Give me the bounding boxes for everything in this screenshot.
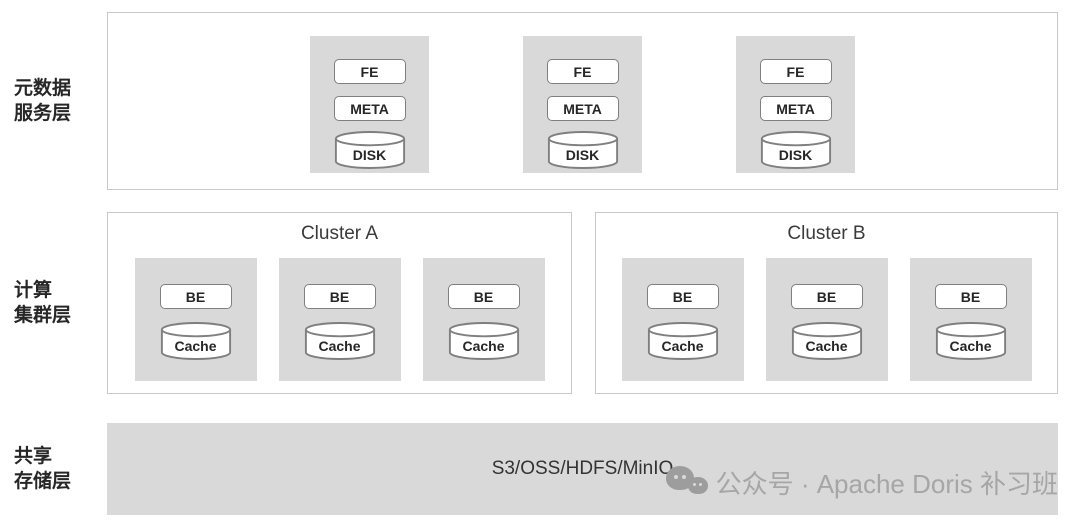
disk-label: DISK bbox=[565, 146, 600, 163]
cylinder-shape bbox=[935, 322, 1006, 360]
cluster-b-title: Cluster B bbox=[787, 223, 866, 244]
compute-node: BE Cache bbox=[422, 258, 545, 381]
disk-cylinder: DISK bbox=[760, 130, 832, 170]
watermark-text: 公众号 · Apache Doris 补习班 bbox=[715, 468, 1058, 499]
watermark: 公众号 · Apache Doris 补习班 bbox=[665, 463, 1058, 501]
cluster-b-nodes: BE Cache BE Cache bbox=[596, 258, 1057, 381]
be-box: BE bbox=[303, 284, 376, 309]
storage-text: S3/OSS/HDFS/MinIO bbox=[491, 458, 674, 479]
cylinder-shape bbox=[547, 131, 618, 169]
compute-layer-label: 计算 集群层 bbox=[14, 212, 102, 394]
storage-layer-label-line1: 共享 bbox=[14, 446, 53, 467]
cache-cylinder: Cache bbox=[304, 321, 376, 361]
compute-node: BE Cache bbox=[909, 258, 1032, 381]
wechat-bubble-small bbox=[687, 477, 708, 494]
cache-cylinder: Cache bbox=[160, 321, 232, 361]
metadata-layer-label: 元数据 服务层 bbox=[14, 12, 102, 190]
be-box: BE bbox=[646, 284, 719, 309]
metadata-layer-label-line1: 元数据 bbox=[14, 78, 72, 99]
compute-node: BE Cache bbox=[765, 258, 888, 381]
cache-cylinder: Cache bbox=[791, 321, 863, 361]
storage-layer-label-line2: 存储层 bbox=[14, 471, 72, 492]
compute-node: BE Cache bbox=[621, 258, 744, 381]
cache-label: Cache bbox=[949, 337, 992, 354]
cache-label: Cache bbox=[462, 337, 505, 354]
compute-node: BE Cache bbox=[134, 258, 257, 381]
cylinder-shape bbox=[160, 322, 231, 360]
cylinder-shape bbox=[334, 131, 405, 169]
metadata-layer-box: FE META DISK FE META DISK FE bbox=[107, 12, 1058, 190]
cluster-b-box: Cluster B BE Cache BE bbox=[595, 212, 1058, 394]
be-box: BE bbox=[934, 284, 1007, 309]
be-box: BE bbox=[159, 284, 232, 309]
cylinder-shape bbox=[448, 322, 519, 360]
cylinder-shape bbox=[760, 131, 831, 169]
fe-box: FE bbox=[759, 59, 832, 84]
metadata-node: FE META DISK bbox=[310, 36, 429, 173]
storage-layer-box: S3/OSS/HDFS/MinIO bbox=[107, 423, 1058, 515]
disk-label: DISK bbox=[778, 146, 813, 163]
cache-cylinder: Cache bbox=[935, 321, 1007, 361]
be-box: BE bbox=[790, 284, 863, 309]
compute-node: BE Cache bbox=[278, 258, 401, 381]
cache-label: Cache bbox=[805, 337, 848, 354]
cache-cylinder: Cache bbox=[647, 321, 719, 361]
cache-label: Cache bbox=[174, 337, 217, 354]
cylinder-shape bbox=[791, 322, 862, 360]
storage-layer-label: 共享 存储层 bbox=[14, 423, 102, 515]
disk-cylinder: DISK bbox=[547, 130, 619, 170]
disk-label: DISK bbox=[352, 146, 387, 163]
meta-box: META bbox=[333, 96, 406, 121]
cluster-a-box: Cluster A BE Cache BE bbox=[107, 212, 572, 394]
cluster-a-title: Cluster A bbox=[300, 223, 379, 244]
cluster-a-nodes: BE Cache BE Cache bbox=[108, 258, 571, 381]
cache-label: Cache bbox=[318, 337, 361, 354]
meta-box: META bbox=[759, 96, 832, 121]
be-box: BE bbox=[447, 284, 520, 309]
wechat-icon bbox=[665, 463, 711, 501]
meta-box: META bbox=[546, 96, 619, 121]
fe-box: FE bbox=[546, 59, 619, 84]
fe-box: FE bbox=[333, 59, 406, 84]
metadata-layer-label-line2: 服务层 bbox=[14, 103, 72, 124]
metadata-node: FE META DISK bbox=[523, 36, 642, 173]
compute-layer-label-line2: 集群层 bbox=[14, 305, 72, 326]
cache-label: Cache bbox=[661, 337, 704, 354]
disk-cylinder: DISK bbox=[334, 130, 406, 170]
cylinder-shape bbox=[304, 322, 375, 360]
metadata-node: FE META DISK bbox=[736, 36, 855, 173]
compute-layer-label-line1: 计算 bbox=[14, 280, 53, 301]
cylinder-shape bbox=[647, 322, 718, 360]
cache-cylinder: Cache bbox=[448, 321, 520, 361]
